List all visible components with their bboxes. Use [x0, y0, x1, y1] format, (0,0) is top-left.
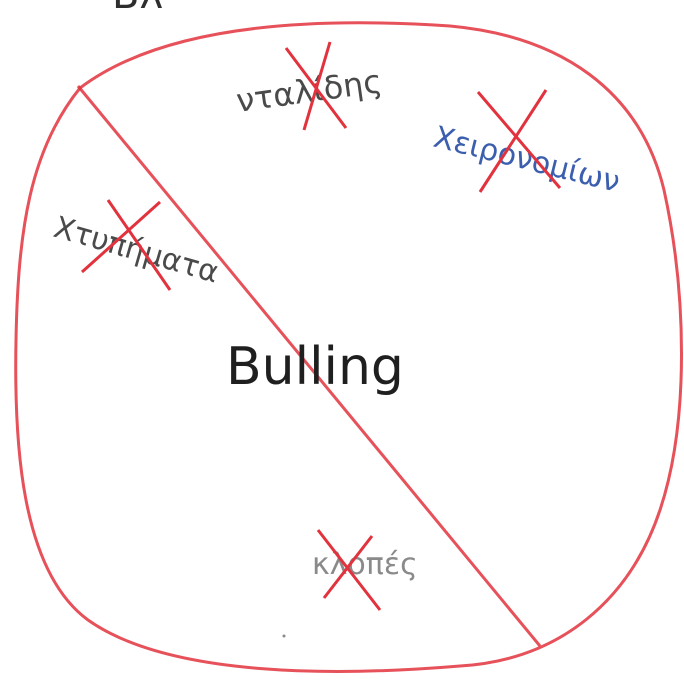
red-x-mark: [284, 41, 348, 131]
word-xeironomion: Χειρονομίων: [430, 89, 623, 200]
red-circle: [14, 21, 683, 673]
word-xeironomion-text: Χειρονομίων: [430, 120, 623, 200]
pencil-speck: [282, 634, 286, 638]
red-x-mark: [316, 529, 382, 611]
word-xtypimata: Χτυπήματα: [50, 199, 223, 291]
word-klopes: κλοπές: [312, 529, 418, 611]
word-klopes-text: κλοπές: [312, 547, 418, 582]
top-fragment-text: Bλ: [112, 0, 163, 18]
center-word-bulling: Bulling: [226, 337, 404, 397]
red-diagonal-line: [76, 85, 542, 647]
red-x-mark: [80, 199, 172, 291]
word-ntaglides: νταλίδης: [234, 41, 384, 131]
red-x-mark: [476, 89, 562, 193]
